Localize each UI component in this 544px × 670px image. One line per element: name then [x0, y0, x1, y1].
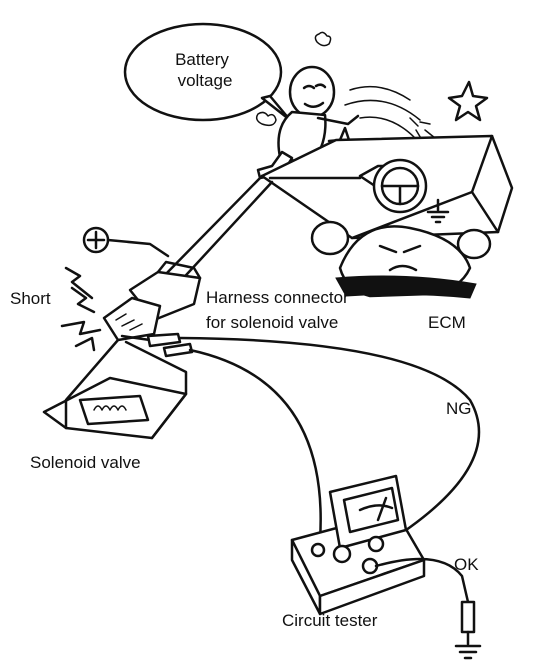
probe-handle [146, 332, 182, 348]
ok-probe [460, 600, 476, 634]
label-ecm: ECM [428, 313, 466, 332]
label-solenoid-valve: Solenoid valve [30, 453, 141, 472]
label-short: Short [10, 289, 51, 308]
label-harness-line2: for solenoid valve [206, 313, 338, 332]
steering-wheel-icon [372, 158, 428, 214]
probe-handle-2 [162, 342, 194, 358]
probe-tip [120, 334, 152, 342]
label-circuit-tester: Circuit tester [282, 611, 378, 630]
speech-text-battery: Battery [175, 50, 229, 69]
solenoid-valve [42, 338, 188, 440]
lead-ok [374, 557, 470, 604]
angry-creature [310, 220, 492, 299]
circuit-tester [290, 474, 426, 616]
speech-bubble: Battery voltage [123, 22, 292, 122]
ground-symbol [454, 630, 482, 660]
label-ng: NG [446, 399, 472, 418]
harness-wire-a [158, 174, 264, 282]
label-ok: OK [454, 555, 479, 574]
battery-plus-icon [82, 226, 110, 254]
lead-positive [188, 348, 322, 542]
harness-connector [102, 260, 202, 342]
battery-lead [106, 238, 170, 258]
short-sparks [60, 266, 102, 352]
lead-ng [178, 336, 481, 554]
label-harness-line1: Harness connector [206, 288, 349, 307]
speech-text-voltage: voltage [178, 71, 233, 90]
harness-wire-b [174, 180, 274, 288]
